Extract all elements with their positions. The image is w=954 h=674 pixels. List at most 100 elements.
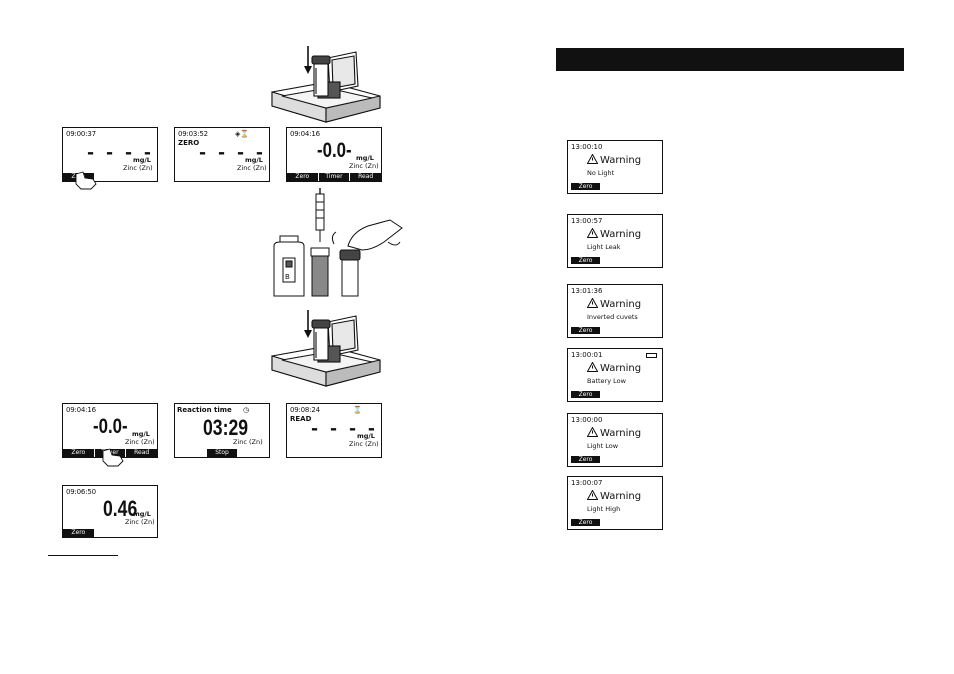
meter-screen-zero-prompt: 09:00:37 - - - - mg/L Zinc (Zn) Zero xyxy=(62,127,158,182)
screen-time: 09:04:16 xyxy=(290,130,320,138)
softkey-bar: Stop xyxy=(175,449,269,457)
blank-softkey xyxy=(126,529,157,537)
instrument-insert-cuvette-illustration-2 xyxy=(271,310,381,387)
finger-press-icon xyxy=(102,448,124,467)
timer-softkey[interactable]: Timer xyxy=(318,173,350,181)
softkey-bar: Zero xyxy=(63,529,157,537)
warning-screen-no-light: 13:00:10 Warning No Light Zero xyxy=(567,140,663,194)
screen-time: 09:00:37 xyxy=(66,130,96,138)
screen-parameter: Zinc (Zn) xyxy=(349,440,379,448)
warning-title: Warning xyxy=(600,229,642,240)
bottle-label: B xyxy=(285,273,290,281)
reagent-addition-illustration: B xyxy=(273,188,403,297)
zero-softkey[interactable]: Zero xyxy=(571,257,600,264)
warning-message: Light Leak xyxy=(587,243,621,251)
screen-status-text: READ xyxy=(290,415,312,423)
meter-screen-zeroing: 09:03:52 ◈⌛ ZERO - - - - mg/L Zinc (Zn) xyxy=(174,127,270,182)
down-arrow-icon xyxy=(304,310,312,338)
screen-unit: mg/L xyxy=(357,432,375,440)
zero-softkey[interactable]: Zero xyxy=(287,173,318,181)
screen-parameter: Zinc (Zn) xyxy=(233,438,263,446)
stopwatch-icon: ◷ xyxy=(243,406,250,414)
meter-screen-result: 09:06:50 0.46 mg/L Zinc (Zn) Zero xyxy=(62,485,158,538)
warning-screen-light-low: 13:00:00 Warning Light Low Zero xyxy=(567,413,663,467)
footnote-rule xyxy=(48,555,118,556)
warning-screen-light-leak: 13:00:57 Warning Light Leak Zero xyxy=(567,214,663,268)
warning-title: Warning xyxy=(600,428,642,439)
screen-time: 09:03:52 xyxy=(178,130,208,138)
meter-screen-reading: 09:08:24 ⌛ READ - - - - mg/L Zinc (Zn) xyxy=(286,403,382,458)
down-arrow-icon xyxy=(304,46,312,74)
zero-softkey[interactable]: Zero xyxy=(571,519,600,526)
stop-softkey[interactable]: Stop xyxy=(206,449,238,457)
instrument-insert-cuvette-illustration-1 xyxy=(271,46,381,123)
softkey-bar: Zero Timer Read xyxy=(287,173,381,181)
screen-value: -0.0- xyxy=(93,415,128,438)
screen-unit: mg/L xyxy=(133,156,151,164)
warning-message: Light Low xyxy=(587,442,619,450)
screen-time: 09:06:50 xyxy=(66,488,96,496)
screen-unit: mg/L xyxy=(133,510,151,518)
warning-triangle-icon xyxy=(587,228,598,238)
read-softkey[interactable]: Read xyxy=(350,173,381,181)
screen-unit: mg/L xyxy=(132,430,150,438)
screen-title: Reaction time xyxy=(177,406,232,414)
screen-time: 13:00:57 xyxy=(571,217,603,225)
screen-time: 13:00:01 xyxy=(571,351,603,359)
blank-softkey xyxy=(95,173,126,181)
screen-parameter: Zinc (Zn) xyxy=(349,162,379,170)
screen-time: 13:00:00 xyxy=(571,416,603,424)
screen-parameter: Zinc (Zn) xyxy=(125,438,155,446)
warning-triangle-icon xyxy=(587,154,598,164)
screen-parameter: Zinc (Zn) xyxy=(125,518,155,526)
warning-message: Light High xyxy=(587,505,621,513)
warning-title: Warning xyxy=(600,299,642,310)
screen-unit: mg/L xyxy=(245,156,263,164)
zero-softkey[interactable]: Zero xyxy=(63,449,94,457)
blank-softkey xyxy=(126,173,157,181)
result-value: 0.46 xyxy=(103,496,138,521)
zero-softkey[interactable]: Zero xyxy=(571,391,600,398)
warning-title: Warning xyxy=(600,155,642,166)
warning-title: Warning xyxy=(600,491,642,502)
zero-softkey[interactable]: Zero xyxy=(571,183,600,190)
warning-screen-battery-low: 13:00:01 Warning Battery Low Zero xyxy=(567,348,663,402)
battery-icon xyxy=(646,353,657,358)
blank-softkey xyxy=(175,449,206,457)
warning-triangle-icon xyxy=(587,427,598,437)
warning-triangle-icon xyxy=(587,490,598,500)
screen-time: 09:08:24 xyxy=(290,406,320,414)
section-header-bar xyxy=(556,48,904,71)
screen-time: 09:04:16 xyxy=(66,406,96,414)
blank-softkey xyxy=(238,449,269,457)
zero-softkey[interactable]: Zero xyxy=(63,529,94,537)
warning-screen-light-high: 13:00:07 Warning Light High Zero xyxy=(567,476,663,530)
blank-softkey xyxy=(95,529,126,537)
zero-softkey[interactable]: Zero xyxy=(571,327,600,334)
warning-message: No Light xyxy=(587,169,615,177)
hourglass-icon: ⌛ xyxy=(353,406,362,414)
warning-triangle-icon xyxy=(587,362,598,372)
meter-screen-reaction-timer: Reaction time ◷ 03:29 Zinc (Zn) Stop xyxy=(174,403,270,458)
zero-softkey[interactable]: Zero xyxy=(571,456,600,463)
screen-time: 13:01:36 xyxy=(571,287,603,295)
screen-value: -0.0- xyxy=(317,139,352,162)
screen-time: 13:00:07 xyxy=(571,479,603,487)
screen-parameter: Zinc (Zn) xyxy=(237,164,267,172)
screen-dashes: - - - - xyxy=(199,143,266,163)
screen-unit: mg/L xyxy=(356,154,374,162)
screen-parameter: Zinc (Zn) xyxy=(123,164,153,172)
screen-status-text: ZERO xyxy=(178,139,200,147)
warning-screen-inverted-cuvets: 13:01:36 Warning Inverted cuvets Zero xyxy=(567,284,663,338)
screen-dashes: - - - - xyxy=(87,143,154,163)
warning-message: Inverted cuvets xyxy=(587,313,638,321)
lamp-hourglass-icon: ◈⌛ xyxy=(235,130,250,138)
finger-press-icon xyxy=(75,171,97,190)
meter-screen-zero-result: 09:04:16 -0.0- mg/L Zinc (Zn) Zero Timer… xyxy=(286,127,382,182)
countdown-value: 03:29 xyxy=(203,415,249,440)
warning-triangle-icon xyxy=(587,298,598,308)
read-softkey[interactable]: Read xyxy=(126,449,157,457)
warning-message: Battery Low xyxy=(587,377,626,385)
screen-time: 13:00:10 xyxy=(571,143,603,151)
screen-dashes: - - - - xyxy=(311,419,378,439)
